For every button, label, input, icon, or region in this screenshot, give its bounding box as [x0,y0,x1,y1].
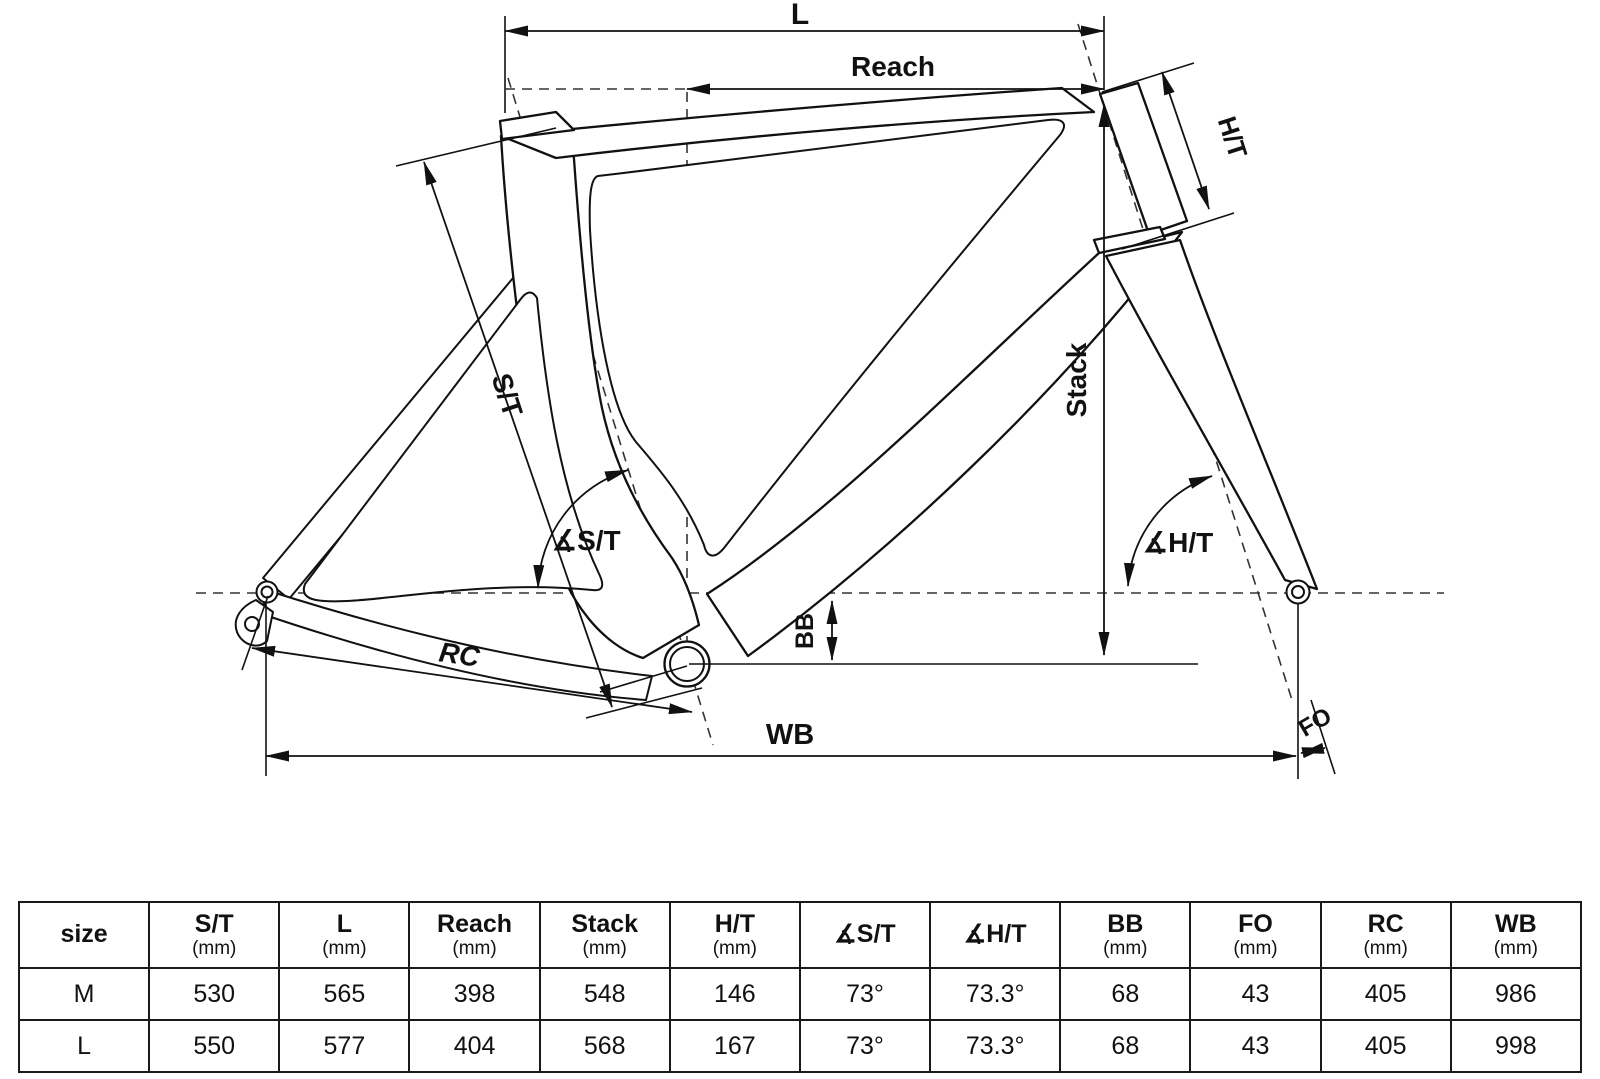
cell-wb: 998 [1449,1019,1583,1073]
cell-head-angle: 73.3° [929,967,1062,1021]
top-tube [499,86,1096,160]
headset-spacer [1092,225,1167,255]
rear-axle [260,585,274,599]
wb-dimension-label: WB [766,719,814,751]
column-header-rc: RC(mm) [1319,901,1452,969]
column-header-ht: H/T(mm) [668,901,801,969]
cell-seat-angle: 73° [798,967,932,1021]
cell-head-angle: 73.3° [929,1019,1062,1073]
column-header-wb: WB(mm) [1449,901,1583,969]
front-axle [1291,585,1305,599]
column-header-fo: FO(mm) [1189,901,1322,969]
column-header-stack: Stack(mm) [538,901,671,969]
column-header-l: L(mm) [278,901,411,969]
cell-ht: 167 [668,1019,801,1073]
st-extension-top [395,127,557,167]
rc-extension-left [241,595,269,671]
cell-wb: 986 [1449,967,1583,1021]
cell-fo: 43 [1189,967,1322,1021]
st-dimension-line [423,161,613,708]
geometry-table: size S/T(mm) L(mm) Reach(mm) Stack(mm) H… [17,901,1583,1073]
fo-dimension-line [1300,742,1326,759]
bb-dimension-label: BB [791,613,819,649]
column-header-size: size [17,901,151,969]
main-triangle-opening [588,118,1065,557]
head-angle-arc [1124,475,1213,587]
ht-extension-top [1101,62,1195,93]
cell-size: L [17,1019,151,1073]
column-header-bb: BB(mm) [1059,901,1192,969]
table-row-size-l: L 550 577 404 568 167 73° 73.3° 68 43 40… [17,1019,1583,1073]
seat-angle-arc [533,469,629,589]
table-row-size-m: M 530 565 398 548 146 73° 73.3° 68 43 40… [17,967,1583,1021]
fo-dimension-label: FO [1294,702,1336,742]
geometry-table-header-row: size S/T(mm) L(mm) Reach(mm) Stack(mm) H… [17,901,1583,969]
rc-dimension-label: RC [437,636,482,672]
ht-dimension-label: H/T [1212,113,1254,162]
cell-reach: 398 [408,967,541,1021]
reach-dimension-label: Reach [851,51,935,82]
cell-rc: 405 [1319,967,1452,1021]
cell-ht: 146 [668,967,801,1021]
cell-st: 550 [148,1019,281,1073]
head-angle-label: ∡H/T [1143,527,1213,558]
seat-angle-label: ∡S/T [552,525,621,556]
cell-stack: 548 [538,967,671,1021]
l-dimension-label: L [791,0,809,31]
ht-dimension-line [1161,71,1210,210]
column-header-st: S/T(mm) [148,901,281,969]
frame-geometry-diagram: L Reach H/T S/T ∡S/T Stack ∡H/T BB RC WB… [196,0,1444,779]
cell-l: 565 [278,967,411,1021]
cell-stack: 568 [538,1019,671,1073]
fo-extension-line [1310,699,1336,775]
fork-blade [1104,238,1319,591]
cell-reach: 404 [408,1019,541,1073]
ht-extension-bottom [1121,212,1235,250]
cell-rc: 405 [1319,1019,1452,1073]
cell-bb: 68 [1059,967,1192,1021]
cell-fo: 43 [1189,1019,1322,1073]
cell-st: 530 [148,967,281,1021]
seat-clamp [498,110,576,141]
cell-l: 577 [278,1019,411,1073]
cell-size: M [17,967,151,1021]
stack-dimension-label: Stack [1061,342,1092,417]
bike-frame [234,81,1319,701]
column-header-reach: Reach(mm) [408,901,541,969]
cell-seat-angle: 73° [798,1019,932,1073]
cell-bb: 68 [1059,1019,1192,1073]
column-header-head-angle: ∡H/T [929,901,1062,969]
rc-dimension-line [251,645,693,715]
down-tube [705,230,1184,658]
column-header-seat-angle: ∡S/T [798,901,932,969]
